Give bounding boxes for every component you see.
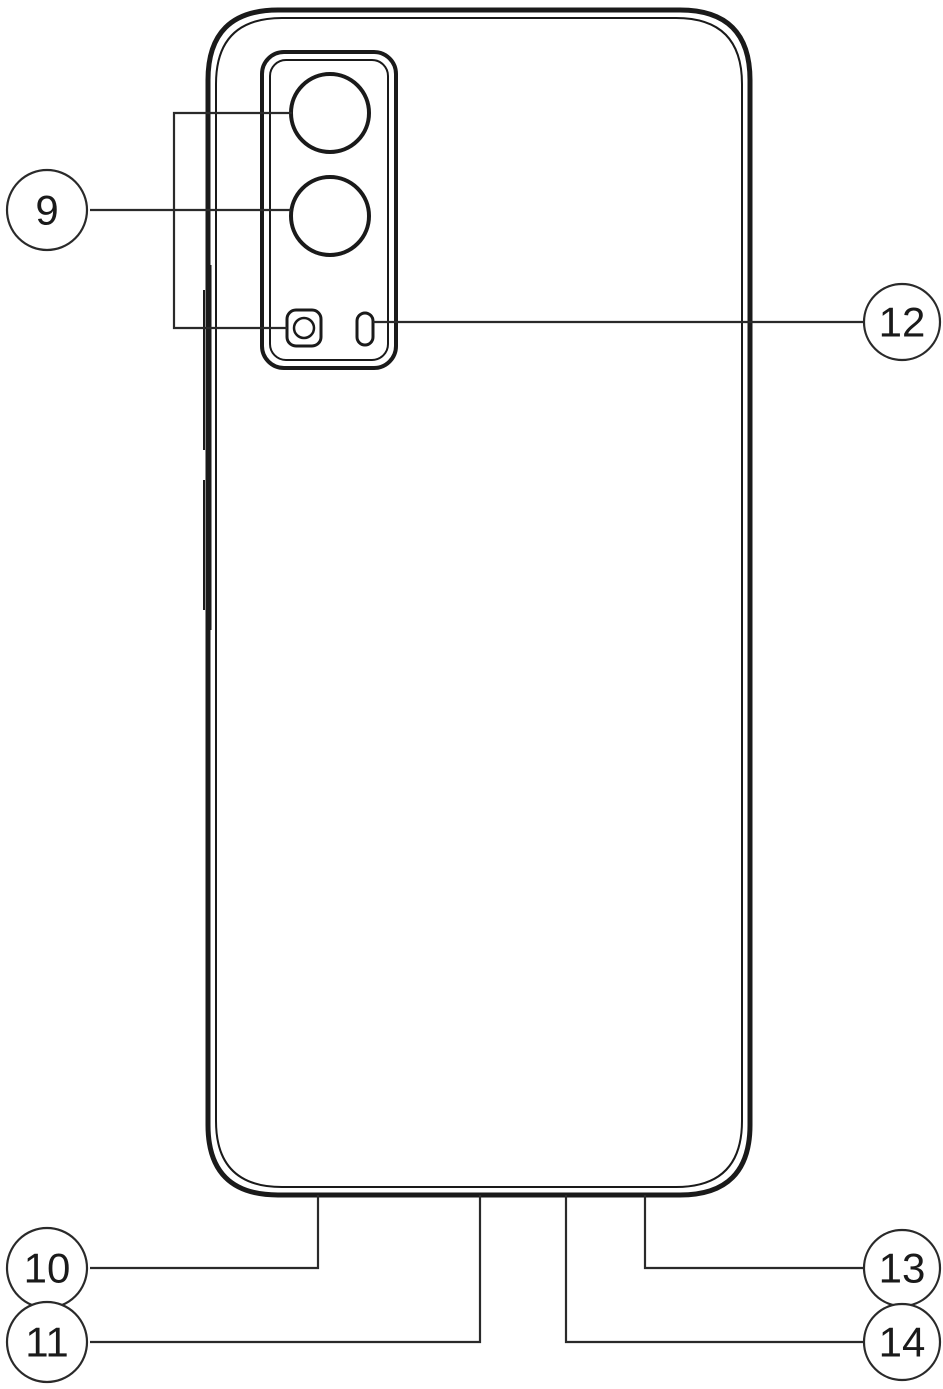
callout-13: 13 [864, 1230, 940, 1306]
callout-10: 10 [7, 1228, 87, 1308]
callout-11-label: 11 [25, 1319, 69, 1366]
camera-lens-top [291, 74, 369, 152]
callout-9: 9 [7, 170, 87, 250]
callout-11: 11 [7, 1302, 87, 1382]
flash-icon [357, 313, 373, 345]
callout-12-label: 12 [879, 299, 926, 346]
callout-10-label: 10 [24, 1245, 71, 1292]
callout-14: 14 [864, 1304, 940, 1380]
callout-14-label: 14 [879, 1319, 926, 1366]
small-camera-lens [287, 310, 321, 346]
callout-12: 12 [864, 284, 940, 360]
callout-13-label: 13 [879, 1245, 926, 1292]
camera-lens-middle [291, 177, 369, 255]
callout-9-label: 9 [35, 187, 58, 234]
phone-body [208, 10, 750, 1195]
